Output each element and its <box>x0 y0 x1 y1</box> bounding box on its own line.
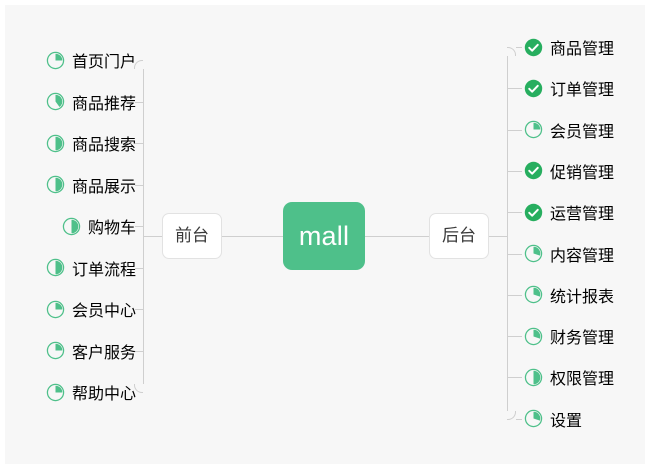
right-spine <box>507 56 508 411</box>
leaf-label: 帮助中心 <box>71 386 136 403</box>
leaf-stub <box>135 184 143 186</box>
leaf-label: 内容管理 <box>550 247 615 265</box>
check-circle-icon <box>524 79 543 98</box>
leaf-stub <box>507 129 522 131</box>
leaf-stub <box>135 350 143 352</box>
leaf-item[interactable]: 会员管理 <box>524 118 650 145</box>
leaf-item[interactable]: 权限管理 <box>524 365 650 392</box>
leaf-stub <box>507 377 522 379</box>
bracket-corner-top-left <box>134 60 143 69</box>
leaf-label: 会员管理 <box>550 123 615 141</box>
left-spine <box>143 69 144 384</box>
leaf-item[interactable]: 会员中心 <box>18 297 136 324</box>
progress-ring-icon <box>46 383 65 401</box>
leaf-label: 商品推荐 <box>71 95 136 113</box>
leaf-stub <box>507 294 522 296</box>
progress-ring-icon <box>46 341 65 360</box>
leaf-item[interactable]: 设置 <box>524 407 650 434</box>
leaf-item[interactable]: 促销管理 <box>524 159 650 186</box>
leaf-item[interactable]: 订单流程 <box>18 256 136 283</box>
leaf-item[interactable]: 运营管理 <box>524 200 650 227</box>
progress-ring-icon <box>524 409 543 428</box>
leaf-label: 购物车 <box>87 220 136 237</box>
leaf-label: 订单流程 <box>71 261 136 279</box>
leaf-stub <box>135 267 143 269</box>
leaf-stub <box>135 143 143 144</box>
progress-ring-icon <box>524 244 543 263</box>
leaf-label: 权限管理 <box>550 371 615 389</box>
progress-ring-icon <box>524 327 543 345</box>
leaf-label: 商品管理 <box>550 41 615 58</box>
progress-ring-icon <box>46 92 65 111</box>
page-margin-left <box>0 0 5 469</box>
leaf-label: 客户服务 <box>71 344 136 362</box>
leaf-item[interactable]: 客户服务 <box>18 339 136 366</box>
center-connector-front <box>222 236 283 237</box>
center-connector-back <box>365 236 429 237</box>
progress-ring-icon <box>524 286 543 304</box>
leaf-item[interactable]: 统计报表 <box>524 283 650 310</box>
leaf-item[interactable]: 商品管理 <box>524 35 650 62</box>
leaf-label: 统计报表 <box>550 288 615 306</box>
leaf-stub <box>516 47 522 48</box>
leaf-item[interactable]: 内容管理 <box>524 242 650 269</box>
leaf-label: 设置 <box>550 412 583 430</box>
leaf-stub <box>135 226 143 227</box>
leaf-stub <box>135 309 143 310</box>
page-margin-bottom <box>0 464 650 469</box>
leaf-label: 会员中心 <box>71 303 136 320</box>
leaf-item[interactable]: 商品搜索 <box>18 131 136 158</box>
branch-connector-back <box>489 236 507 237</box>
progress-ring-icon <box>524 368 543 387</box>
leaf-stub <box>507 253 522 255</box>
progress-ring-icon <box>524 120 543 139</box>
check-circle-icon <box>524 38 543 56</box>
leaf-item[interactable]: 财务管理 <box>524 324 650 351</box>
center-node-mall[interactable]: mall <box>283 202 365 270</box>
check-circle-icon <box>524 203 543 221</box>
leaf-label: 促销管理 <box>550 164 615 182</box>
page-margin-top <box>0 0 650 5</box>
leaf-label: 商品搜索 <box>71 137 136 154</box>
leaf-stub <box>507 212 522 214</box>
bracket-corner-bottom-left <box>134 384 143 393</box>
leaf-stub <box>507 88 522 90</box>
page-margin-right <box>645 0 650 469</box>
leaf-label: 首页门户 <box>71 54 136 71</box>
progress-ring-icon <box>46 258 65 277</box>
leaf-label: 商品展示 <box>71 178 136 196</box>
check-circle-icon <box>524 162 543 180</box>
branch-node-front[interactable]: 前台 <box>162 213 222 259</box>
leaf-stub <box>135 101 143 103</box>
leaf-stub <box>507 170 522 172</box>
leaf-item[interactable]: 帮助中心 <box>18 380 136 407</box>
progress-ring-icon <box>62 217 81 235</box>
leaf-item[interactable]: 订单管理 <box>524 76 650 103</box>
progress-ring-icon <box>46 51 65 69</box>
leaf-stub <box>507 336 522 338</box>
branch-node-back[interactable]: 后台 <box>429 213 489 259</box>
leaf-stub <box>516 418 522 420</box>
progress-ring-icon <box>46 134 65 152</box>
leaf-item[interactable]: 商品展示 <box>18 173 136 200</box>
leaf-item[interactable]: 购物车 <box>18 214 136 241</box>
bracket-corner-top-right <box>507 47 516 56</box>
bracket-corner-bottom-right <box>507 410 516 420</box>
branch-connector-front <box>143 236 162 237</box>
progress-ring-icon <box>46 300 65 318</box>
leaf-label: 财务管理 <box>550 330 615 348</box>
leaf-item[interactable]: 首页门户 <box>18 48 136 75</box>
progress-ring-icon <box>46 175 65 194</box>
leaf-item[interactable]: 商品推荐 <box>18 90 136 117</box>
leaf-label: 订单管理 <box>550 82 615 100</box>
leaf-label: 运营管理 <box>550 206 615 224</box>
